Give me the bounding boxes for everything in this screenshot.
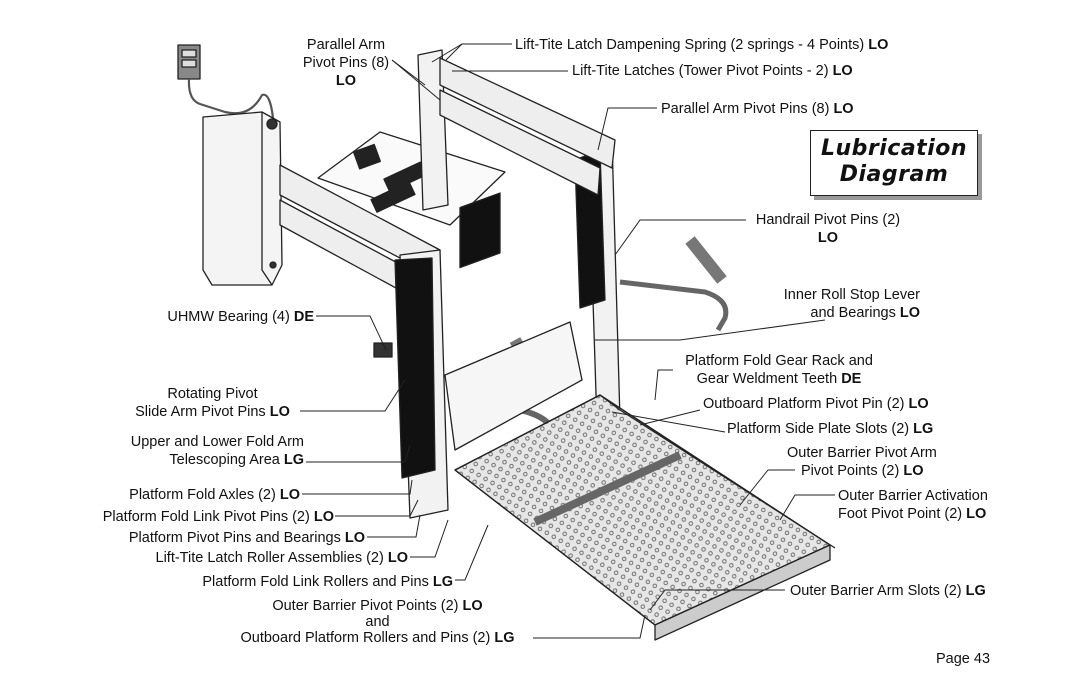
label-latch-spring: Lift-Tite Latch Dampening Spring (2 spri… bbox=[515, 36, 888, 54]
diagram-title-line1: Lubrication bbox=[820, 136, 968, 161]
label-fold-gear-code: DE bbox=[841, 371, 862, 387]
label-outer-barrier-pivot-arm-line2: Pivot Points (2) bbox=[801, 463, 900, 479]
back-tower-right bbox=[574, 139, 621, 426]
label-fold-link-rollers: Platform Fold Link Rollers and Pins LG bbox=[150, 573, 453, 591]
label-outer-barrier-pivot-points-code1: LO bbox=[462, 598, 483, 614]
page-number: Page 43 bbox=[936, 651, 991, 667]
label-latch-spring-text: Lift-Tite Latch Dampening Spring (2 spri… bbox=[515, 37, 865, 53]
label-inner-roll: Inner Roll Stop Lever and Bearings LO bbox=[745, 286, 920, 322]
label-outer-barrier-pivot-points: Outer Barrier Pivot Points (2) LO and Ou… bbox=[225, 597, 530, 647]
label-latch-roller: Lift-Tite Latch Roller Assemblies (2) LO bbox=[100, 549, 409, 567]
label-latches-code: LO bbox=[832, 63, 853, 79]
label-fold-gear-line1: Platform Fold Gear Rack and bbox=[685, 353, 873, 369]
label-outer-barrier-activation-line1: Outer Barrier Activation bbox=[838, 488, 988, 504]
label-fold-link-pins: Platform Fold Link Pivot Pins (2) LO bbox=[60, 508, 334, 526]
label-fold-link-pins-text: Platform Fold Link Pivot Pins (2) bbox=[102, 509, 310, 525]
inner-roll-stop bbox=[444, 192, 583, 451]
label-latch-spring-code: LO bbox=[868, 37, 889, 53]
label-outer-barrier-pivot-points-code3: LG bbox=[494, 630, 515, 646]
label-parallel-arm-right-text: Parallel Arm Pivot Pins (8) bbox=[661, 101, 830, 117]
label-telescoping-code: LG bbox=[283, 452, 304, 468]
label-rotating-pivot: Rotating Pivot Slide Arm Pivot Pins LO bbox=[125, 385, 300, 421]
label-outer-barrier-arm-slots-text: Outer Barrier Arm Slots (2) bbox=[790, 583, 962, 599]
label-outboard-pivot-pin-text: Outboard Platform Pivot Pin (2) bbox=[703, 396, 905, 412]
label-outer-barrier-activation-code: LO bbox=[966, 506, 987, 522]
upper-platform bbox=[317, 131, 506, 226]
label-platform-pivot-text: Platform Pivot Pins and Bearings bbox=[128, 530, 341, 546]
label-fold-gear-line2: Gear Weldment Teeth bbox=[696, 371, 838, 387]
label-outer-barrier-pivot-points-line1: Outer Barrier Pivot Points (2) bbox=[272, 598, 459, 614]
label-outer-barrier-arm-slots-code: LG bbox=[965, 583, 986, 599]
label-fold-axles-text: Platform Fold Axles (2) bbox=[129, 487, 276, 503]
label-parallel-arm-left-line1: Parallel Arm bbox=[306, 37, 386, 53]
label-handrail-code: LO bbox=[817, 230, 839, 246]
label-platform-pivot-code: LO bbox=[344, 530, 365, 546]
label-fold-axles: Platform Fold Axles (2) LO bbox=[100, 486, 300, 504]
label-fold-gear: Platform Fold Gear Rack and Gear Weldmen… bbox=[674, 352, 884, 388]
label-inner-roll-line2: and Bearings bbox=[810, 305, 896, 321]
label-fold-axles-code: LO bbox=[279, 487, 300, 503]
label-handrail-text: Handrail Pivot Pins (2) bbox=[755, 212, 901, 228]
label-side-plate-code: LG bbox=[913, 421, 934, 437]
main-platform bbox=[454, 394, 836, 641]
label-parallel-arm-left: Parallel Arm Pivot Pins (8) LO bbox=[295, 36, 397, 90]
parallel-arms bbox=[279, 57, 616, 301]
label-fold-link-rollers-text: Platform Fold Link Rollers and Pins bbox=[202, 574, 429, 590]
label-side-plate: Platform Side Plate Slots (2) LG bbox=[727, 420, 933, 438]
label-uhmw-code: DE bbox=[293, 309, 314, 325]
label-latches-text: Lift-Tite Latches (Tower Pivot Points - … bbox=[572, 63, 829, 79]
label-parallel-arm-left-code: LO bbox=[335, 73, 357, 89]
label-outer-barrier-arm-slots: Outer Barrier Arm Slots (2) LG bbox=[790, 582, 986, 600]
leader-lines bbox=[300, 43, 835, 639]
pendant-control bbox=[177, 44, 275, 119]
label-telescoping-line1: Upper and Lower Fold Arm bbox=[130, 434, 304, 450]
label-latches: Lift-Tite Latches (Tower Pivot Points - … bbox=[572, 62, 853, 80]
label-uhmw-text: UHMW Bearing (4) bbox=[167, 309, 290, 325]
label-parallel-arm-right-code: LO bbox=[833, 101, 854, 117]
diagram-title-line2: Diagram bbox=[839, 162, 949, 187]
label-handrail: Handrail Pivot Pins (2) LO bbox=[748, 211, 908, 247]
label-outer-barrier-pivot-arm-code: LO bbox=[903, 463, 924, 479]
handrail-right bbox=[619, 236, 729, 332]
label-outer-barrier-pivot-points-line2: and bbox=[365, 614, 390, 630]
pump-module bbox=[202, 111, 283, 286]
label-platform-pivot: Platform Pivot Pins and Bearings LO bbox=[90, 529, 365, 547]
label-outer-barrier-pivot-points-line3: Outboard Platform Rollers and Pins (2) bbox=[240, 630, 491, 646]
label-inner-roll-line1: Inner Roll Stop Lever bbox=[783, 287, 920, 303]
label-fold-link-rollers-code: LG bbox=[432, 574, 453, 590]
label-latch-roller-text: Lift-Tite Latch Roller Assemblies (2) bbox=[155, 550, 384, 566]
label-parallel-arm-right: Parallel Arm Pivot Pins (8) LO bbox=[661, 100, 854, 118]
label-uhmw: UHMW Bearing (4) DE bbox=[130, 308, 314, 326]
label-outer-barrier-activation: Outer Barrier Activation Foot Pivot Poin… bbox=[838, 487, 988, 523]
label-rotating-pivot-line2: Slide Arm Pivot Pins bbox=[135, 404, 266, 420]
label-outer-barrier-pivot-arm-line1: Outer Barrier Pivot Arm bbox=[787, 445, 937, 461]
label-latch-roller-code: LO bbox=[387, 550, 408, 566]
label-rotating-pivot-code: LO bbox=[269, 404, 290, 420]
label-fold-link-pins-code: LO bbox=[313, 509, 334, 525]
label-outboard-pivot-pin: Outboard Platform Pivot Pin (2) LO bbox=[703, 395, 929, 413]
label-side-plate-text: Platform Side Plate Slots (2) bbox=[727, 421, 910, 437]
label-inner-roll-code: LO bbox=[899, 305, 920, 321]
label-outer-barrier-pivot-arm: Outer Barrier Pivot Arm Pivot Points (2)… bbox=[787, 444, 937, 480]
label-outboard-pivot-pin-code: LO bbox=[908, 396, 929, 412]
label-parallel-arm-left-line2: Pivot Pins (8) bbox=[302, 55, 390, 71]
diagram-title-box: Lubrication Diagram bbox=[810, 130, 978, 196]
label-telescoping-line2: Telescoping Area bbox=[169, 452, 280, 468]
front-tower-left bbox=[373, 249, 449, 519]
label-outer-barrier-activation-line2: Foot Pivot Point (2) bbox=[838, 506, 963, 522]
label-telescoping: Upper and Lower Fold Arm Telescoping Are… bbox=[110, 433, 304, 469]
label-rotating-pivot-line1: Rotating Pivot bbox=[167, 386, 258, 402]
